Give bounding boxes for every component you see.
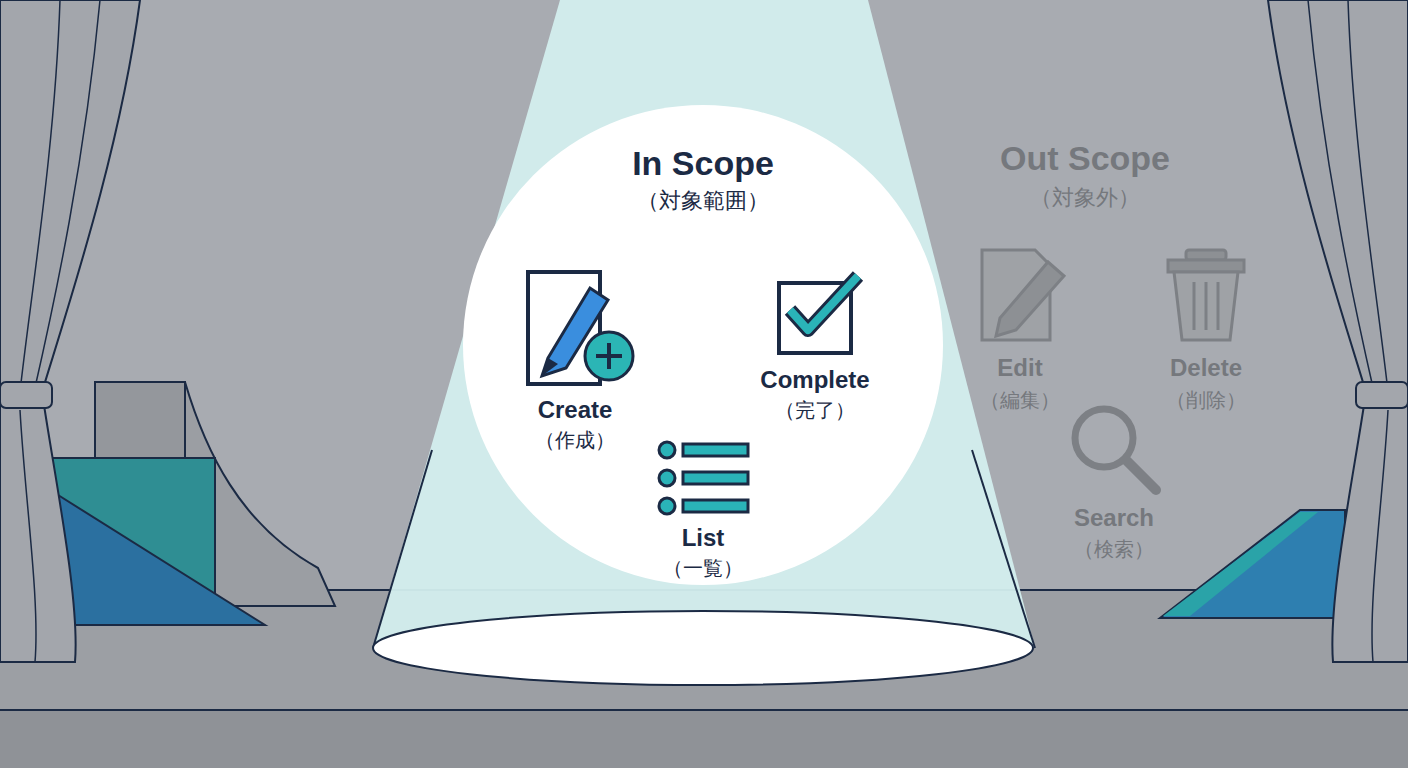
- curtain-folds: [1308, 0, 1388, 662]
- scope-circle: In Scope （対象範囲） Create （作成） Complete （完了） List…: [463, 105, 943, 585]
- scope-circle: [463, 105, 943, 585]
- list-bullet: [659, 498, 675, 514]
- curtain-tie: [1356, 382, 1408, 408]
- list-icon: [659, 442, 748, 514]
- out-of-scope-label: （対象外）: [1030, 185, 1140, 211]
- out-of-scope-label: Delete: [1170, 353, 1242, 383]
- prop-ramp-stripe: [1163, 512, 1318, 616]
- edit-pencil-icon: [996, 262, 1064, 336]
- beam-edge: [972, 450, 1035, 648]
- prop-triangle: [58, 495, 265, 625]
- out-of-scope-label: （検索）: [1074, 537, 1154, 561]
- out-of-scope-label: Search: [1074, 503, 1154, 533]
- magnifier-lens: [1075, 409, 1133, 467]
- curtain-folds: [20, 0, 100, 662]
- magnifier-handle: [1126, 460, 1156, 490]
- prop-ramp: [1160, 510, 1345, 618]
- out-of-scope-label: （編集）: [980, 388, 1060, 412]
- item-subheading: （作成）: [535, 428, 615, 452]
- item-subheading: （完了）: [775, 398, 855, 422]
- out-of-scope-label: （削除）: [1166, 388, 1246, 412]
- trash-icon: [1168, 250, 1244, 340]
- checkmark-outline: [790, 276, 858, 330]
- pencil-tip: [542, 358, 558, 376]
- stage-front-edge: [0, 709, 1408, 711]
- search-icon: [1075, 409, 1156, 490]
- item-heading: List: [682, 523, 725, 553]
- item-heading: Create: [538, 395, 613, 425]
- out-of-scope-label: Edit: [997, 353, 1042, 383]
- scope-item: List （一覧）: [663, 523, 743, 580]
- list-bullet: [659, 442, 675, 458]
- trash-lid: [1168, 260, 1244, 272]
- list-bullet: [659, 470, 675, 486]
- trash-bin: [1174, 272, 1238, 340]
- curtain-tie: [0, 382, 52, 408]
- item-subheading: （一覧）: [663, 556, 743, 580]
- plus-badge: [585, 332, 633, 380]
- trash-ribs: [1194, 282, 1218, 330]
- out-of-scope-label: Out Scope: [1000, 138, 1170, 179]
- spotlight-beam: [373, 0, 1035, 648]
- scope-item: Complete （完了）: [760, 365, 869, 422]
- list-bar: [683, 472, 748, 484]
- list-bar: [683, 444, 748, 456]
- item-subheading: （対象範囲）: [463, 188, 943, 214]
- list-bar: [683, 500, 748, 512]
- spotlight-pool: [373, 611, 1033, 685]
- prop-box: [95, 382, 185, 460]
- scope-item: Create （作成）: [535, 395, 615, 452]
- item-heading: Complete: [760, 365, 869, 395]
- checkmark: [790, 276, 858, 330]
- right-curtain: [1268, 0, 1408, 662]
- left-curtain: [0, 0, 140, 662]
- item-heading: In Scope: [463, 143, 943, 184]
- plus-sign: [596, 343, 622, 369]
- stage-front: [0, 710, 1408, 768]
- beam-edge: [373, 450, 432, 648]
